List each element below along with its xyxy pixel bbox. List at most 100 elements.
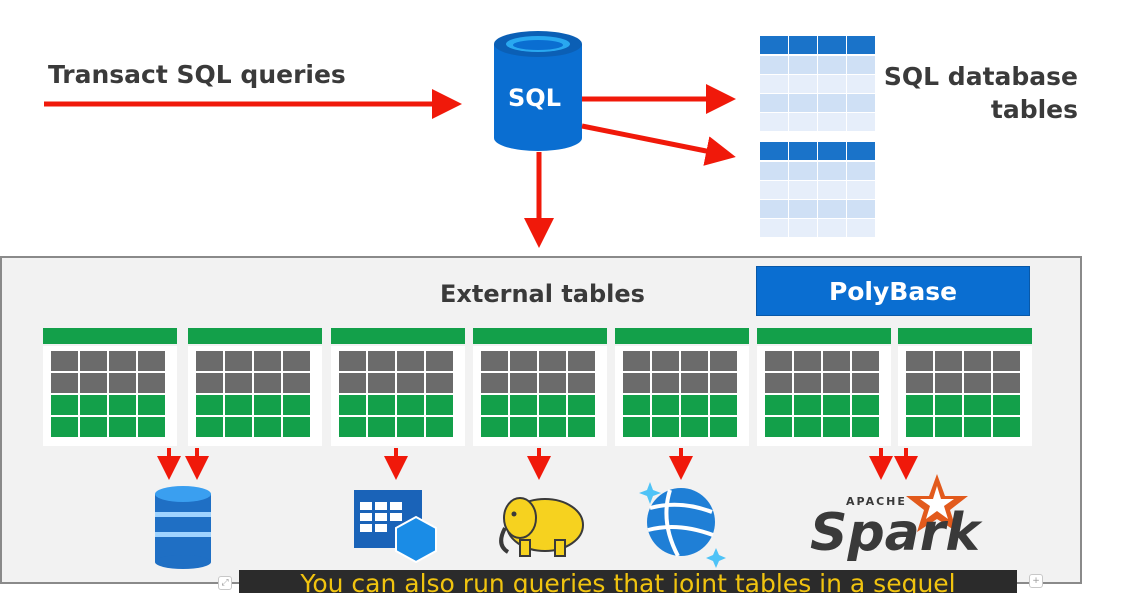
- external-table-cell: [539, 417, 566, 437]
- external-table-cell: [254, 417, 281, 437]
- table-header-cell: [847, 36, 875, 54]
- external-table-cell: [906, 373, 933, 393]
- external-tables-title: External tables: [440, 280, 645, 308]
- sql-server-database-icon: [494, 31, 582, 151]
- external-table-cell: [852, 373, 879, 393]
- sql-badge-label: SQL: [508, 84, 561, 112]
- external-table-cell: [339, 417, 366, 437]
- external-table-cell: [993, 417, 1020, 437]
- external-table-cell: [283, 395, 310, 415]
- external-table-cell: [80, 395, 107, 415]
- table-cell: [847, 200, 875, 218]
- external-table-cell: [426, 395, 453, 415]
- external-table-cell: [397, 373, 424, 393]
- external-table-cell: [823, 417, 850, 437]
- table-cell: [818, 219, 846, 237]
- table-header-cell: [760, 36, 788, 54]
- external-table-cell: [283, 351, 310, 371]
- external-table-cell: [794, 395, 821, 415]
- external-table-cell: [196, 395, 223, 415]
- external-table-cell: [935, 373, 962, 393]
- external-table-cell: [426, 351, 453, 371]
- external-table-cell: [80, 417, 107, 437]
- external-table-cell: [339, 351, 366, 371]
- external-table-header: [473, 328, 607, 344]
- table-cell: [818, 75, 846, 93]
- external-table: [473, 328, 607, 446]
- table-cell: [789, 56, 817, 74]
- resize-icon[interactable]: ⤢: [218, 576, 232, 590]
- external-table-cell: [426, 373, 453, 393]
- table-cell: [818, 113, 846, 131]
- external-table-cell: [823, 395, 850, 415]
- external-table-cell: [196, 417, 223, 437]
- sql-to-table2-arrow: [581, 123, 736, 166]
- sql-database-tables-label: SQL database tables: [838, 60, 1078, 126]
- zoom-in-icon[interactable]: +: [1029, 574, 1043, 588]
- table-cell: [818, 162, 846, 180]
- external-table-cell: [765, 395, 792, 415]
- external-table-cell: [852, 351, 879, 371]
- external-table-cell: [510, 395, 537, 415]
- external-table-cell: [283, 417, 310, 437]
- external-table-cell: [138, 395, 165, 415]
- external-table-header: [331, 328, 465, 344]
- external-table-cell: [623, 351, 650, 371]
- external-table-cell: [652, 417, 679, 437]
- external-table-cell: [906, 351, 933, 371]
- external-table-cell: [568, 417, 595, 437]
- table-cell: [760, 162, 788, 180]
- external-table-cell: [652, 395, 679, 415]
- external-table-cell: [568, 351, 595, 371]
- table-cell: [847, 113, 875, 131]
- external-table-cell: [80, 373, 107, 393]
- sql-db-label-line1: SQL database: [883, 62, 1078, 91]
- external-table-cell: [51, 417, 78, 437]
- external-table-cell: [196, 351, 223, 371]
- external-table-cell: [993, 395, 1020, 415]
- external-table: [898, 328, 1032, 446]
- external-table-cell: [80, 351, 107, 371]
- source-arrows: [157, 448, 918, 480]
- cosmos-db-icon: [639, 482, 726, 568]
- polybase-label: PolyBase: [756, 266, 1030, 316]
- external-table-header: [43, 328, 177, 344]
- external-table-cell: [681, 417, 708, 437]
- table-cell: [847, 162, 875, 180]
- table-cell: [760, 181, 788, 199]
- external-table-cell: [510, 417, 537, 437]
- table-cell: [789, 75, 817, 93]
- external-table-cell: [964, 351, 991, 371]
- external-table-cell: [710, 373, 737, 393]
- external-table-cell: [964, 373, 991, 393]
- table-cell: [760, 94, 788, 112]
- external-table-cell: [51, 351, 78, 371]
- sql-db-table: [760, 36, 875, 131]
- table-cell: [789, 113, 817, 131]
- external-table-cell: [993, 373, 1020, 393]
- external-table: [331, 328, 465, 446]
- external-table-cell: [935, 351, 962, 371]
- external-table-cell: [138, 351, 165, 371]
- external-table-cell: [426, 417, 453, 437]
- table-header-cell: [818, 142, 846, 160]
- external-table-cell: [109, 351, 136, 371]
- external-table: [43, 328, 177, 446]
- table-cell: [789, 94, 817, 112]
- external-table-cell: [623, 373, 650, 393]
- external-tables-grid: [43, 328, 1032, 446]
- external-table-cell: [283, 373, 310, 393]
- transact-sql-label: Transact SQL queries: [48, 60, 346, 89]
- external-table-cell: [681, 351, 708, 371]
- external-table-cell: [539, 373, 566, 393]
- table-cell: [760, 200, 788, 218]
- caption-text: You can also run queries that joint tabl…: [300, 570, 956, 593]
- table-cell: [847, 219, 875, 237]
- table-cell: [789, 162, 817, 180]
- external-table-cell: [765, 351, 792, 371]
- external-table-cell: [397, 417, 424, 437]
- external-table-cell: [681, 395, 708, 415]
- external-table-cell: [906, 395, 933, 415]
- external-table-cell: [993, 351, 1020, 371]
